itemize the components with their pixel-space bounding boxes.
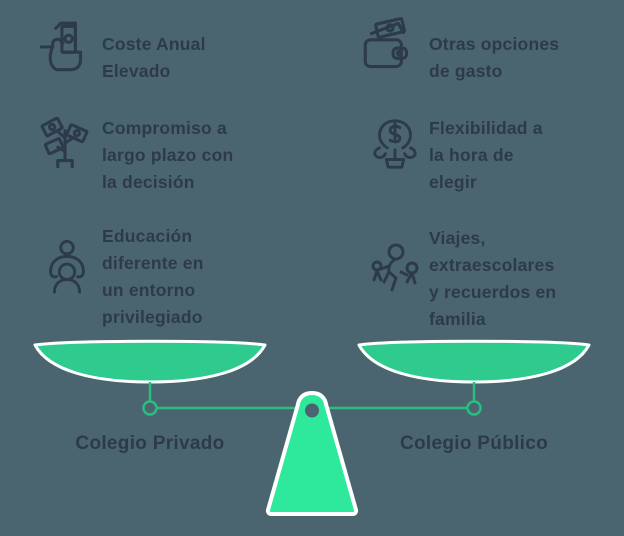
family-running-icon <box>366 240 430 298</box>
item-text-viajes: Viajes, extraescolares y recuerdos en fa… <box>429 228 557 329</box>
left-pan <box>33 339 267 384</box>
item-text-coste-anual: Coste Anual Elevado <box>102 34 206 81</box>
item-text-otras-opciones: Otras opciones de gasto <box>429 34 560 81</box>
fulcrum-hole <box>305 403 319 418</box>
money-in-hand-icon <box>33 16 95 78</box>
right-pan-label: Colegio Público <box>399 433 549 454</box>
item-text-compromiso: Compromiso a largo plazo con la decisión <box>102 118 234 192</box>
right-pivot-ring <box>466 400 482 416</box>
left-pivot-ring <box>142 400 158 416</box>
wallet-money-icon <box>357 16 423 78</box>
fulcrum <box>265 391 359 516</box>
item-text-educacion: Educación diferente en un entorno privil… <box>102 226 204 327</box>
right-pan <box>357 339 591 384</box>
parent-child-icon <box>38 234 96 300</box>
money-tree-icon <box>33 110 95 176</box>
money-plant-icon <box>366 112 424 178</box>
item-text-flexibilidad: Flexibilidad a la hora de elegir <box>429 118 543 192</box>
left-pan-label: Colegio Privado <box>75 433 225 454</box>
